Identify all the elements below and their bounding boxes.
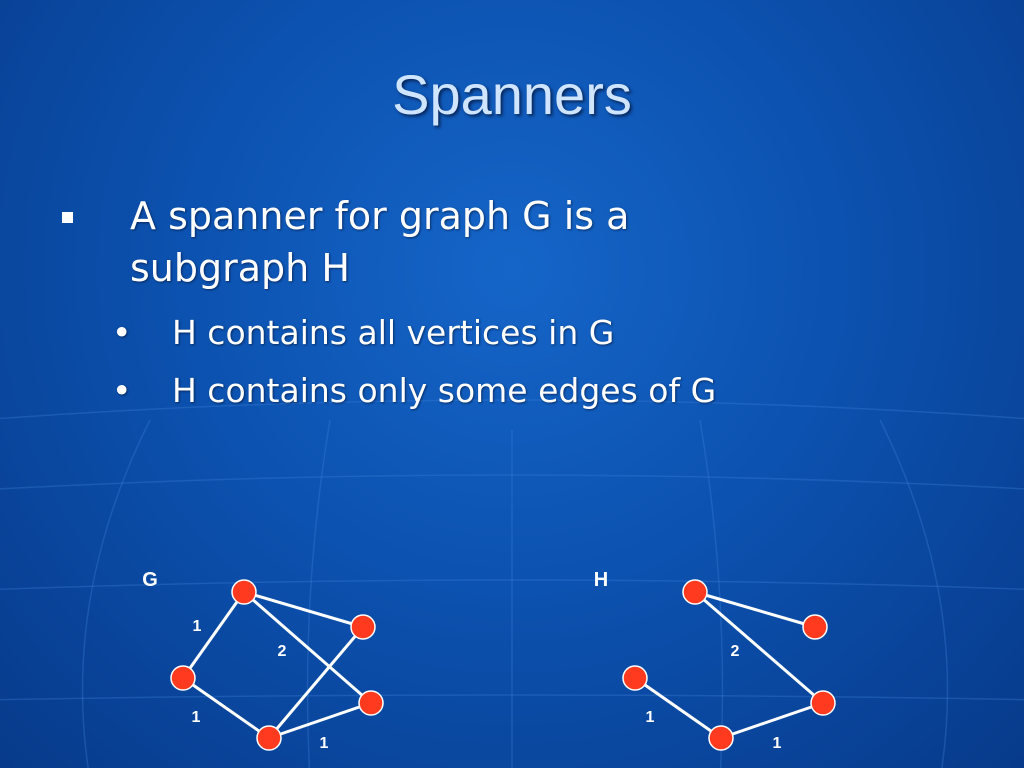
graph-edge xyxy=(181,591,246,679)
graph-vertex xyxy=(170,665,196,691)
graph-edge xyxy=(720,701,824,740)
graph-label: G xyxy=(142,569,158,591)
square-bullet-icon xyxy=(62,212,73,223)
graph-edge xyxy=(243,590,372,705)
sub-bullet-text: H contains all vertices in G xyxy=(172,313,615,352)
graph-label: H xyxy=(594,569,608,591)
edge-weight-label: 1 xyxy=(646,709,655,726)
graph-edge xyxy=(267,626,365,739)
graph-edge xyxy=(243,590,364,629)
graph-vertex xyxy=(708,725,734,751)
main-bullet: A spanner for graph G is a subgraph H xyxy=(62,190,782,294)
graph-edge xyxy=(634,676,722,740)
graph-edge xyxy=(694,590,816,629)
sub-bullet-item: • H contains only some edges of G xyxy=(112,362,912,420)
graph-vertex xyxy=(682,579,708,605)
graph-vertex xyxy=(256,725,282,751)
edge-weight-label: 1 xyxy=(193,618,202,635)
edge-weight-label: 1 xyxy=(773,735,782,752)
graph-vertex xyxy=(350,614,376,640)
graph-edge xyxy=(268,701,372,740)
sub-bullet-list: • H contains all vertices in G • H conta… xyxy=(112,304,912,420)
graph-vertex xyxy=(358,690,384,716)
edge-weight-label: 1 xyxy=(192,709,201,726)
dot-bullet-icon: • xyxy=(112,371,132,410)
graph-h: H 2 1 1 xyxy=(594,569,836,752)
dot-bullet-icon: • xyxy=(112,313,132,352)
sub-bullet-item: • H contains all vertices in G xyxy=(112,304,912,362)
edge-weight-label: 2 xyxy=(731,643,740,660)
graph-edge xyxy=(182,676,270,740)
graph-vertex xyxy=(231,579,257,605)
graph-edge xyxy=(694,590,824,705)
graph-vertex xyxy=(622,665,648,691)
graph-vertex xyxy=(810,690,836,716)
graph-g: G 1 2 1 1 xyxy=(142,569,384,752)
main-bullet-text: A spanner for graph G is a subgraph H xyxy=(130,194,630,290)
edge-weight-label: 1 xyxy=(320,735,329,752)
graph-vertex xyxy=(802,614,828,640)
sub-bullet-text: H contains only some edges of G xyxy=(172,371,717,410)
slide-title: Spanners xyxy=(392,63,632,126)
edge-weight-label: 2 xyxy=(278,643,287,660)
